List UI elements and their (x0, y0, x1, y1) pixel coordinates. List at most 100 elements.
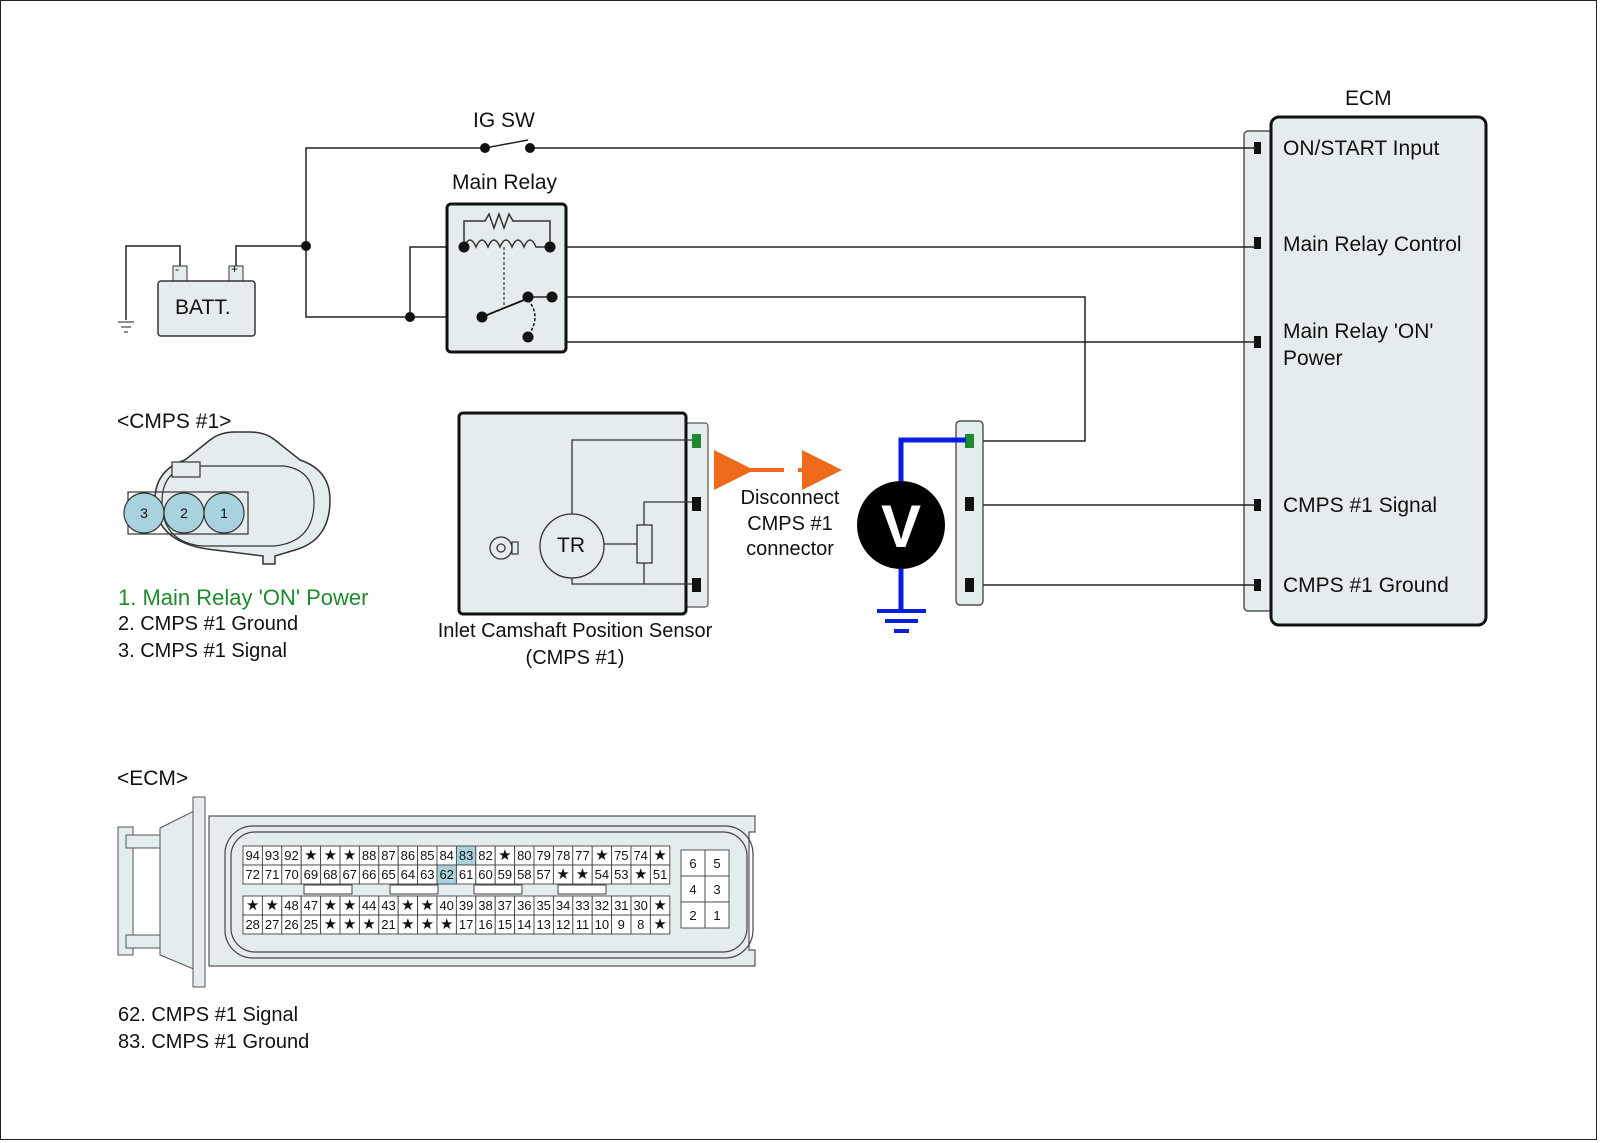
voltmeter-ground-icon (877, 609, 926, 633)
ecm-pin-number: 44 (362, 898, 376, 913)
ecm-pin-number: 16 (478, 917, 492, 932)
ecm-pin-number: ★ (324, 916, 337, 933)
ecm-pin-cmps-ground: CMPS #1 Ground (1283, 574, 1449, 597)
ecm-pin-number: 21 (381, 917, 395, 932)
ecm-pin-main-relay-on-power-line2: Power (1283, 347, 1343, 370)
ecm-pin-number: 28 (245, 917, 259, 932)
ecm-pin-number: ★ (440, 916, 453, 933)
main-relay (445, 202, 568, 354)
cmps-connector-face (123, 431, 331, 565)
cmps-pin-2: 2 (180, 505, 188, 521)
ecm-pin-number: 11 (576, 917, 590, 932)
ecm-pin-number: 34 (556, 898, 570, 913)
ecm-pin-cell (649, 914, 671, 935)
ecm-pin-number: 57 (536, 867, 550, 882)
ecm-pin-number: ★ (343, 847, 356, 864)
ecm-small-pin-cell (704, 875, 730, 903)
ecm-pin-number: 66 (362, 867, 376, 882)
ecm-small-pin-number: 5 (713, 856, 720, 871)
ecm-pin-number: 67 (342, 867, 356, 882)
ecm-pin-number: ★ (634, 866, 647, 883)
ecm-pin-number: ★ (265, 897, 278, 914)
ecm-small-pin-number: 3 (713, 882, 720, 897)
ecm-pin-number: ★ (653, 897, 666, 914)
ecm-pin-number: 8 (637, 917, 644, 932)
ecm-pin-number: ★ (421, 916, 434, 933)
disconnect-label-2: CMPS #1 (747, 513, 833, 535)
cmps-sensor (457, 411, 709, 616)
ecm-pin-number: 68 (323, 867, 337, 882)
ecm-pin-number: 63 (420, 867, 434, 882)
ecm-pin-number: ★ (304, 847, 317, 864)
cmps-legend-pin2: 2. CMPS #1 Ground (118, 613, 299, 635)
ecm-pin-number: ★ (498, 847, 511, 864)
ecm-pin-number: 69 (304, 867, 318, 882)
ecm-pin-on-start-input: ON/START Input (1283, 137, 1440, 160)
ecm-pin-number: 39 (459, 898, 473, 913)
ecm-pin-number: 59 (498, 867, 512, 882)
disconnect-label-3: connector (746, 538, 834, 560)
ecm-connector-strip (1243, 130, 1273, 612)
ecm-small-pin-number: 6 (689, 856, 696, 871)
voltmeter-icon (857, 481, 945, 569)
ecm-pin-number: 9 (618, 917, 625, 932)
voltmeter-leads (898, 437, 966, 610)
ecm-pin-number: ★ (246, 897, 259, 914)
ecm-pin-number: 71 (265, 867, 279, 882)
battery-ground-icon (118, 321, 134, 333)
ecm-pin-number: 82 (478, 848, 492, 863)
ecm-pin-number: 72 (245, 867, 259, 882)
ecm-pin-number: 13 (536, 917, 550, 932)
ecm-pin-number: 75 (614, 848, 628, 863)
cmps-pin-3: 3 (140, 505, 148, 521)
sensor-name: Inlet Camshaft Position Sensor (437, 620, 713, 642)
ecm-small-pin-number: 4 (689, 882, 696, 897)
ecm-pin-number: ★ (324, 897, 337, 914)
cmps-legend-pin3: 3. CMPS #1 Signal (118, 640, 287, 662)
ecm-pin-number: 10 (595, 917, 609, 932)
ecm-pin-number: 84 (439, 848, 453, 863)
ecm-pin-number: 85 (420, 848, 434, 863)
ecm-pin-number: 65 (381, 867, 395, 882)
battery-label: BATT. (175, 296, 231, 319)
ecm-pin-number: ★ (401, 897, 414, 914)
ecm-pin-number: 31 (614, 898, 628, 913)
ecm-pin-number: 14 (517, 917, 531, 932)
battery-negative-terminal: - (175, 262, 179, 276)
ecm-pin-cell (649, 864, 671, 885)
ecm-pin-number: ★ (343, 897, 356, 914)
harness-connector (955, 420, 984, 606)
ecm-pin-number: 80 (517, 848, 531, 863)
ecm-pin-number: 93 (265, 848, 279, 863)
battery-positive-terminal: + (231, 262, 239, 276)
ecm-pin-number: 78 (556, 848, 570, 863)
ecm-small-pin-cell (680, 901, 706, 929)
ecm-pin-number: 27 (265, 917, 279, 932)
ecm-pin-number: 47 (304, 898, 318, 913)
ecm-pin-number: ★ (421, 897, 434, 914)
ecm-connector-title: <ECM> (117, 767, 189, 790)
ecm-pin-number: 38 (478, 898, 492, 913)
ecm-pin-number: 26 (284, 917, 298, 932)
ecm-pin-number: 58 (517, 867, 531, 882)
ecm-pin-terminals (1254, 142, 1261, 591)
ecm-pin-number: 15 (498, 917, 512, 932)
ecm-pin-number: 83 (459, 848, 473, 863)
ecm-pin-main-relay-control: Main Relay Control (1283, 233, 1462, 256)
ecm-title: ECM (1345, 87, 1392, 110)
ecm-pin-number: 12 (556, 917, 570, 932)
ecm-pin-number: ★ (556, 866, 569, 883)
ecm-pin-number: 40 (439, 898, 453, 913)
ecm-pin-number: 32 (595, 898, 609, 913)
ecm-legend-62: 62. CMPS #1 Signal (118, 1004, 299, 1026)
cmps-connector-title: <CMPS #1> (117, 410, 232, 433)
ecm-pin-number: 53 (614, 867, 628, 882)
ecm-pin-number: 92 (284, 848, 298, 863)
ecm-pin-number: ★ (343, 916, 356, 933)
ecm-connector-body (117, 796, 756, 988)
ecm-pin-number: ★ (401, 916, 414, 933)
